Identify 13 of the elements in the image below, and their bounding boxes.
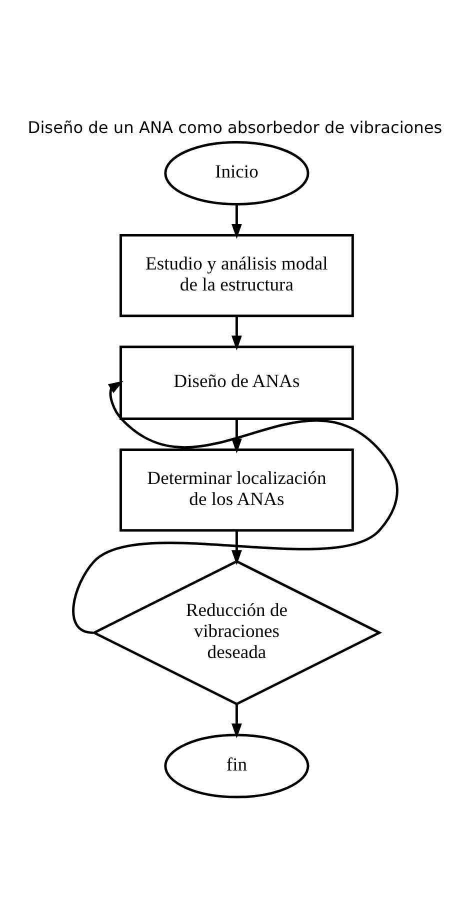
node-box: Estudio y análisis modal de la estructura [120,234,354,317]
arrow [232,418,242,454]
arrow [232,204,242,238]
arrow [232,316,242,350]
node-diamond: Reducción de vibraciones deseada [91,560,382,705]
diagram-title: Diseño de un ANA como absorbedor de vibraciones [28,117,442,136]
node-ellipse: Inicio [164,140,310,205]
arrow [72,380,398,634]
arrow [232,530,242,565]
node-box: Diseño de ANAs [120,345,354,420]
node-ellipse: fin [164,733,310,798]
node-box: Determinar localización de los ANAs [120,448,354,532]
arrow [232,704,242,738]
